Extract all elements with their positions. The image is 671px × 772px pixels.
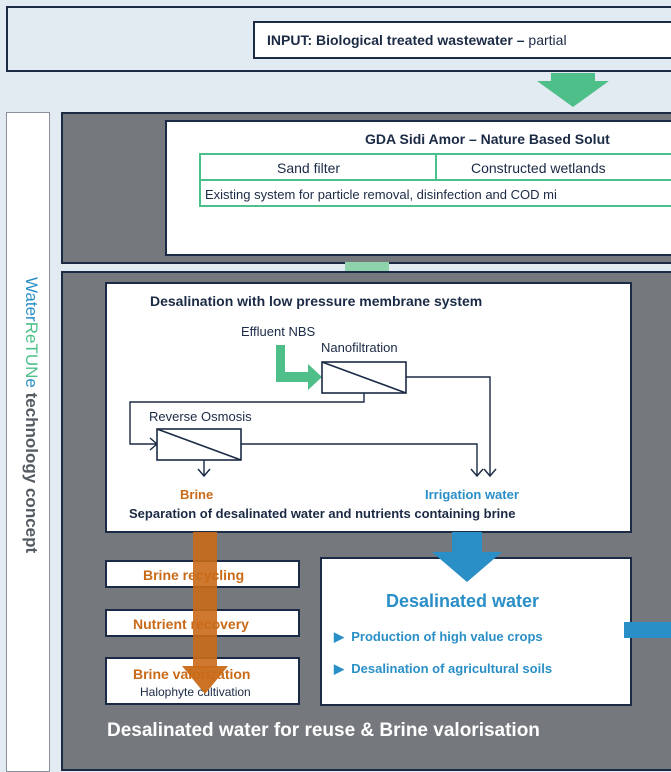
brine-label: Brine — [180, 487, 214, 502]
arrow-right-icon — [624, 622, 671, 638]
bullet-item-soils: ▶ Desalination of agricultural soils — [334, 661, 553, 676]
triangle-bullet-icon: ▶ — [334, 661, 344, 676]
arrow-down-icon — [537, 73, 609, 107]
desalination-box: Desalination with low pressure membrane … — [105, 282, 632, 533]
effluent-arrow-icon — [276, 345, 322, 390]
gda-existing-system: Existing system for particle removal, di… — [199, 179, 671, 207]
reverse-osmosis-membrane-icon — [156, 428, 242, 461]
membrane-flow-diagram — [129, 345, 497, 478]
input-label-rest: partial — [524, 32, 567, 48]
input-label-box: INPUT: Biological treated wastewater – p… — [253, 21, 671, 59]
brine-arrow-icon — [182, 532, 228, 694]
nanofiltration-membrane-icon — [321, 361, 407, 394]
desalination-title: Desalination with low pressure membrane … — [150, 293, 483, 309]
input-label-bold: INPUT: Biological treated wastewater – — [267, 32, 525, 48]
arrow-down-icon — [432, 532, 502, 582]
reverse-osmosis-label: Reverse Osmosis — [149, 409, 252, 424]
effluent-label: Effluent NBS — [241, 324, 316, 339]
gda-title: GDA Sidi Amor – Nature Based Solut — [365, 131, 610, 147]
footer-text: Desalinated water for reuse & Brine valo… — [107, 720, 540, 741]
side-label-panel: WaterReTUNe technology concept — [6, 112, 50, 772]
bullet-item-crops: ▶ Production of high value crops — [334, 629, 543, 644]
triangle-bullet-icon: ▶ — [334, 629, 344, 644]
separation-text: Separation of desalinated water and nutr… — [129, 506, 516, 521]
irrigation-label: Irrigation water — [425, 487, 519, 502]
nanofiltration-label: Nanofiltration — [321, 340, 398, 355]
desalinated-water-title: Desalinated water — [386, 591, 540, 611]
side-label-text: WaterReTUNe technology concept — [22, 277, 41, 554]
gda-cell-wetlands: Constructed wetlands — [435, 153, 671, 181]
gda-cell-sand-filter: Sand filter — [199, 153, 437, 181]
